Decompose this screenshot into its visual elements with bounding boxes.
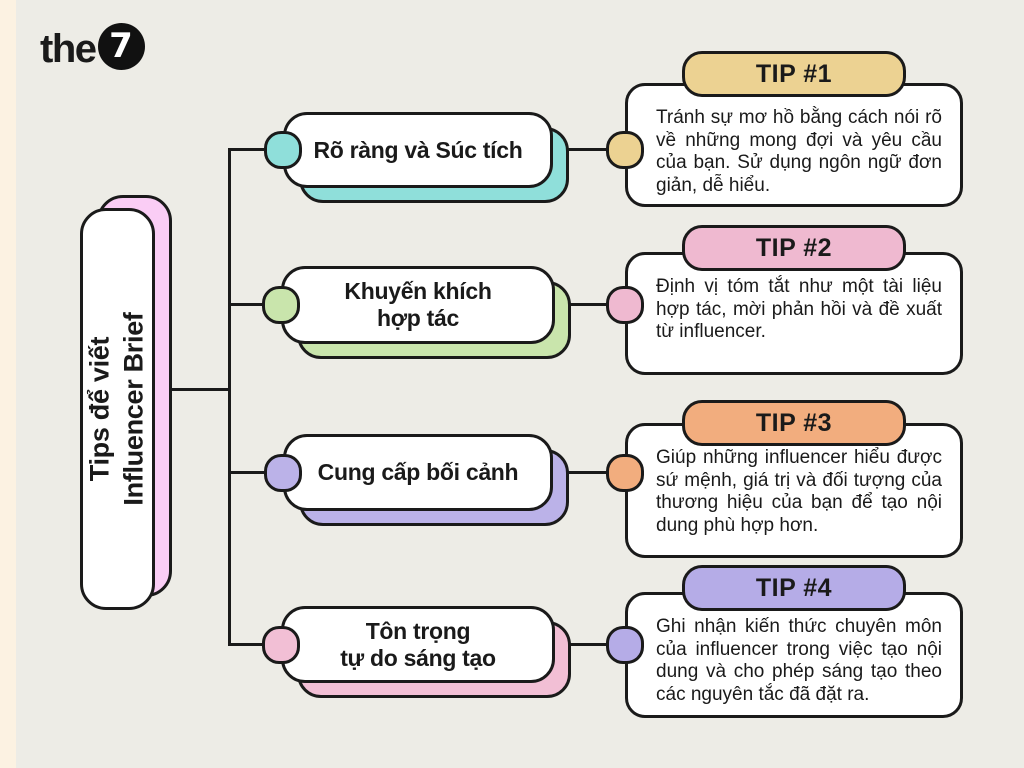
logo-text: the: [40, 26, 97, 71]
root-label-line-1: Tips để viết: [84, 336, 115, 482]
tip-text-4: Ghi nhận kiến thức chuyên môn của influe…: [656, 616, 942, 705]
tip-header-label-1: TIP #1: [755, 59, 833, 88]
root-node-box: [80, 208, 155, 610]
tip-body-1: Tránh sự mơ hồ bằng cách nói rõ về những…: [625, 83, 963, 207]
root-label-line-2: Influencer Brief: [118, 312, 148, 506]
branch-label-4-line2: tự do sáng tạo: [340, 644, 496, 671]
branch-dot-1: [264, 131, 302, 169]
logo-seven-glyph: 7: [109, 25, 133, 66]
connector-branch-tip-2: [552, 303, 628, 306]
tip-dot-4: [606, 626, 644, 664]
tip-text-1: Tránh sự mơ hồ bằng cách nói rõ về những…: [656, 107, 942, 196]
branch-box-3: Cung cấp bối cảnh: [283, 434, 553, 511]
branch-label-2-line1: Khuyến khích: [344, 278, 492, 305]
branch-label-2-line2: hợp tác: [377, 305, 459, 331]
tip-header-label-4: TIP #4: [755, 573, 833, 602]
tip-header-3: TIP #3: [682, 400, 906, 446]
tip-dot-3: [606, 454, 644, 492]
tip-dot-2: [606, 286, 644, 324]
logo-seven-badge: 7: [97, 23, 145, 70]
branch-dot-4: [262, 626, 300, 664]
branch-label-1: Rõ ràng và Súc tích: [313, 136, 523, 163]
tip-text-3: Giúp những influencer hiểu được sứ mệnh,…: [656, 447, 942, 536]
connector-stub-1: [228, 148, 286, 151]
the7-logo: the 7: [40, 23, 145, 71]
connector-trunk: [228, 148, 231, 646]
tip-header-label-2: TIP #2: [755, 233, 833, 262]
connector-stub-3: [228, 471, 286, 474]
connector-stub-4: [228, 643, 286, 646]
branch-dot-2: [262, 286, 300, 324]
connector-stub-2: [228, 303, 286, 306]
tip-dot-1: [606, 131, 644, 169]
tip-header-1: TIP #1: [682, 51, 906, 97]
tip-header-label-3: TIP #3: [755, 408, 833, 437]
branch-label-4-line1: Tôn trọng: [365, 617, 471, 644]
root-node-label: Tips để viết Influencer Brief: [83, 199, 151, 619]
branch-box-1: Rõ ràng và Súc tích: [283, 112, 553, 188]
connector-branch-tip-1: [550, 148, 628, 151]
tip-header-4: TIP #4: [682, 565, 906, 611]
page-edge-strip: [0, 0, 16, 768]
branch-label-3: Cung cấp bối cảnh: [317, 459, 519, 486]
tip-body-3: Giúp những influencer hiểu được sứ mệnh,…: [625, 423, 963, 558]
branch-box-2: Khuyến khích hợp tác: [281, 266, 555, 344]
connector-root-to-trunk: [150, 388, 231, 391]
tip-text-2: Định vị tóm tắt như một tài liệu hợp tác…: [656, 276, 942, 342]
tip-header-2: TIP #2: [682, 225, 906, 271]
branch-box-4: Tôn trọng tự do sáng tạo: [281, 606, 555, 683]
connector-branch-tip-4: [552, 643, 628, 646]
tip-body-4: Ghi nhận kiến thức chuyên môn của influe…: [625, 592, 963, 718]
connector-branch-tip-3: [550, 471, 628, 474]
branch-dot-3: [264, 454, 302, 492]
